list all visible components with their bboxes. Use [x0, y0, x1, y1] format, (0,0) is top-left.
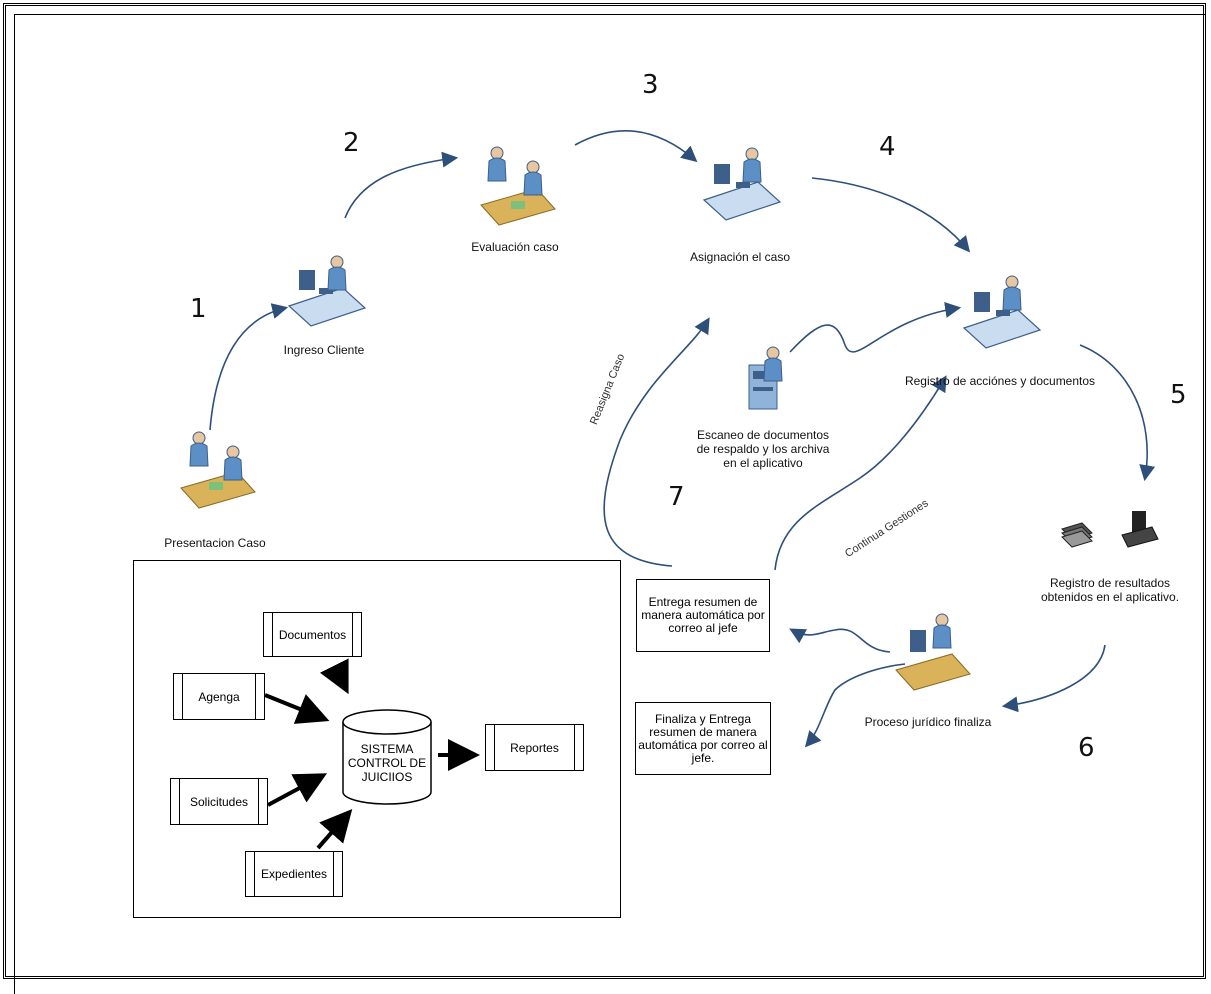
registro-resultados-line-1: Registro de resultados — [1049, 576, 1171, 590]
workstation-icon — [703, 147, 781, 221]
arrow-reasigna — [603, 317, 710, 567]
entity-expedientes-label: Expedientes — [260, 867, 328, 881]
entrega-line-2: manera automática por — [641, 608, 765, 622]
entity-documentos: Documentos — [263, 612, 362, 657]
entity-agenga: Agenga — [173, 673, 265, 720]
meeting-icon — [480, 146, 556, 226]
scanner-icon — [748, 346, 783, 410]
finaliza-line-2: resumen de manera — [649, 724, 757, 739]
step-number-2: 2 — [343, 128, 360, 158]
workstation-icon — [963, 275, 1041, 349]
arrow-2 — [344, 151, 459, 219]
node-label-proceso-finaliza: Proceso jurídico finaliza — [864, 715, 992, 729]
arrow-4 — [811, 177, 971, 253]
entity-reportes: Reportes — [485, 724, 584, 771]
step-number-7: 7 — [668, 482, 685, 512]
arrow-scan-registro — [789, 302, 962, 353]
node-label-asignacion: Asignación el caso — [689, 250, 791, 264]
box-finaliza-entrega: Finaliza y Entrega resumen de manera aut… — [635, 702, 771, 775]
registro-resultados-line-2: obtenidos en el aplicativo. — [1040, 590, 1180, 604]
entity-expedientes: Expedientes — [245, 851, 343, 897]
node-label-escaneo: Escaneo de documentos de respaldo y los … — [683, 428, 843, 470]
escaneo-line-2: de respaldo y los archiva — [696, 442, 830, 456]
arrow-1 — [209, 303, 289, 431]
arrow-6 — [1001, 644, 1106, 713]
system-diagram-frame — [133, 560, 621, 918]
finaliza-line-3: automática por correo al — [638, 737, 768, 752]
node-label-registro-acciones: Registro de acciónes y documentos — [904, 374, 1096, 388]
entity-reportes-label: Reportes — [510, 740, 559, 755]
escaneo-line-3: en el aplicativo — [723, 456, 803, 470]
arrow-continua — [774, 375, 947, 571]
outer-frame — [3, 3, 1206, 979]
arrow-3 — [574, 130, 698, 163]
step-number-6: 6 — [1078, 733, 1095, 763]
step-number-5: 5 — [1170, 380, 1187, 410]
workstation-icon — [288, 255, 366, 327]
system-arrows — [264, 658, 480, 850]
box-entrega-jefe: Entrega resumen de manera automática por… — [636, 579, 770, 652]
node-label-evaluacion: Evaluación caso — [471, 240, 559, 254]
database-label: SISTEMA CONTROL DE JUICIIOS — [343, 742, 431, 784]
flow-arrows — [209, 130, 1156, 748]
entity-solicitudes-label: Solicitudes — [189, 794, 249, 809]
entity-agenga-label: Agenga — [198, 689, 240, 704]
step-number-4: 4 — [879, 132, 896, 162]
entity-documentos-label: Documentos — [278, 627, 347, 642]
node-label-ingreso: Ingreso Cliente — [283, 343, 365, 357]
node-label-presentacion: Presentacion Caso — [164, 536, 266, 550]
arrow-finaliza — [804, 663, 906, 748]
db-line-1: SISTEMA — [360, 742, 414, 756]
step-number-3: 3 — [642, 70, 659, 100]
entrega-line-1: Entrega resumen de — [648, 595, 758, 609]
arrow-5 — [1079, 344, 1156, 482]
inner-frame — [14, 14, 1206, 994]
documents-printer-icon — [1061, 511, 1159, 548]
escaneo-line-1: Escaneo de documentos — [696, 428, 830, 442]
db-line-3: JUICIIOS — [361, 770, 413, 784]
database-cylinder — [342, 709, 432, 805]
node-label-registro-resultados: Registro de resultados obtenidos en el a… — [1030, 576, 1190, 604]
finaliza-line-1: Finaliza y Entrega — [654, 711, 752, 726]
meeting-icon — [180, 431, 256, 509]
workstation-icon — [895, 613, 971, 691]
arrow-entrega-jefe — [789, 628, 891, 653]
entity-solicitudes: Solicitudes — [170, 778, 268, 825]
finaliza-line-4: jefe. — [691, 750, 715, 765]
entrega-line-3: correo al jefe — [668, 621, 738, 635]
db-line-2: CONTROL DE — [347, 756, 427, 770]
step-number-1: 1 — [190, 294, 207, 324]
